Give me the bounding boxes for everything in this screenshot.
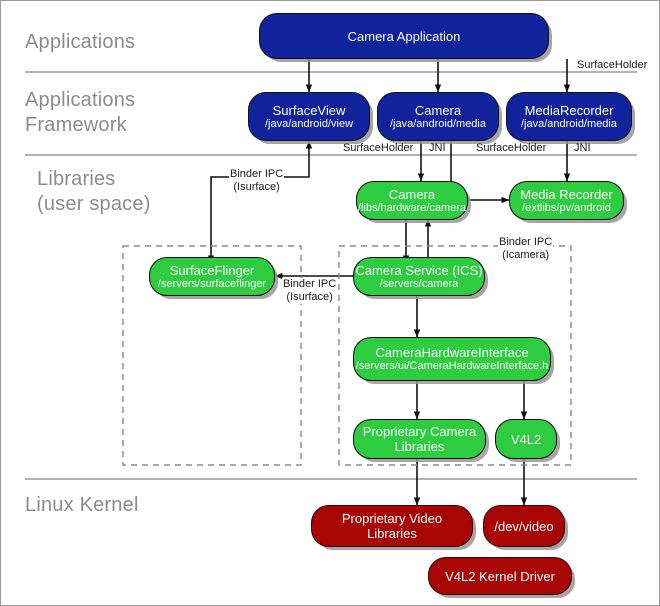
node-subtitle: /java/android/media	[389, 117, 486, 130]
node-title: Camera Service (ICS)	[355, 262, 483, 278]
node-surfaceview[interactable]: SurfaceView /java/android/view	[248, 92, 370, 141]
divider-framework	[25, 154, 637, 156]
node-title: MediaRecorder	[524, 102, 614, 118]
node-subtitle: Libraries	[394, 439, 445, 454]
edge-label-surfaceholder-camera: SurfaceHolder	[343, 142, 414, 154]
node-title: Camera	[388, 186, 436, 202]
node-proprietary-video-libraries[interactable]: Proprietary Video Libraries	[311, 505, 473, 547]
node-surfaceflinger[interactable]: SurfaceFlinger /servers/surfaceflinger	[149, 257, 275, 296]
divider-applications	[25, 71, 637, 73]
node-dev-video[interactable]: /dev/video	[483, 505, 565, 547]
divider-libraries	[25, 478, 637, 480]
node-title: Proprietary Camera	[362, 424, 477, 439]
node-subtitle: /servers/surfaceflinger	[157, 277, 267, 290]
edge-label-binder-ipc-isurface-top: Binder IPC(Isurface)	[229, 168, 285, 194]
band-label-libraries: Libraries(user space)	[37, 168, 151, 215]
node-title: Camera Application	[347, 28, 461, 44]
node-title: SurfaceView	[272, 102, 346, 118]
node-subtitle: Libraries	[367, 526, 417, 541]
node-camera-lib[interactable]: Camera /libs/hardware/camera	[356, 181, 468, 220]
band-label-linux-kernel: Linux Kernel	[25, 494, 139, 516]
node-mediarecorder[interactable]: MediaRecorder /java/android/media	[506, 92, 632, 141]
edge-label-surfaceholder-top: SurfaceHolder	[577, 59, 648, 71]
group-surfaceflinger-process	[122, 245, 302, 466]
node-subtitle: /java/android/view	[264, 117, 354, 130]
node-v4l2[interactable]: V4L2	[495, 419, 557, 459]
node-subtitle: /servers/ui/CameraHardwareInterface.h	[355, 360, 549, 372]
node-media-recorder-lib[interactable]: Media Recorder /extlibs/pv/android	[509, 181, 624, 220]
edge-label-surfaceholder-recorder: SurfaceHolder	[476, 142, 547, 154]
band-label-applications: Applications	[25, 31, 136, 53]
node-title: Media Recorder	[520, 186, 613, 202]
node-title: CameraHardwareInterface	[375, 345, 529, 360]
edge-label-jni-recorder: JNI	[574, 142, 591, 154]
node-proprietary-camera-libraries[interactable]: Proprietary Camera Libraries	[353, 419, 486, 459]
node-subtitle: /libs/hardware/camera	[357, 201, 467, 214]
node-camera-service[interactable]: Camera Service (ICS) /servers/camera	[353, 257, 485, 296]
node-camera-hardware-interface[interactable]: CameraHardwareInterface /servers/ui/Came…	[353, 337, 551, 381]
node-title: SurfaceFlinger	[169, 262, 255, 278]
node-v4l2-kernel-driver[interactable]: V4L2 Kernel Driver	[428, 557, 572, 595]
node-title: V4L2	[510, 431, 542, 447]
node-camera-java[interactable]: Camera /java/android/media	[377, 92, 499, 141]
edge-label-binder-ipc-icamera: Binder IPC(Icamera)	[498, 236, 554, 262]
node-title: Camera	[414, 102, 462, 118]
group-camera-service-process	[338, 245, 572, 466]
edge-label-jni-camera: JNI	[429, 142, 446, 154]
node-camera-application[interactable]: Camera Application	[259, 13, 549, 59]
node-title: /dev/video	[494, 518, 554, 534]
node-title: V4L2 Kernel Driver	[445, 568, 555, 584]
node-subtitle: /extlibs/pv/android	[522, 201, 611, 214]
node-subtitle: /java/android/media	[520, 117, 617, 130]
node-subtitle: /servers/camera	[379, 277, 459, 290]
edge-label-binder-ipc-isurface-mid: Binder IPC(Isurface)	[282, 278, 338, 304]
node-title: Proprietary Video	[341, 511, 443, 526]
